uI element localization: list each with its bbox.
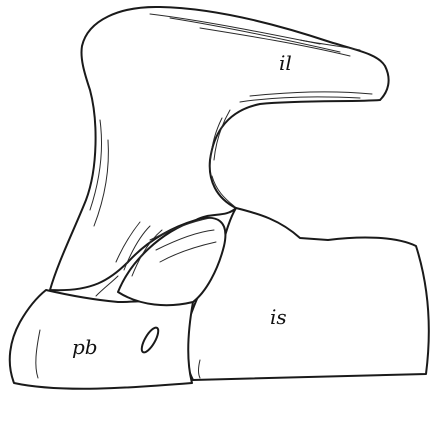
ilium-label: il xyxy=(279,53,292,73)
pubis-label: pb xyxy=(72,337,98,357)
ischium-label: is xyxy=(270,307,287,327)
